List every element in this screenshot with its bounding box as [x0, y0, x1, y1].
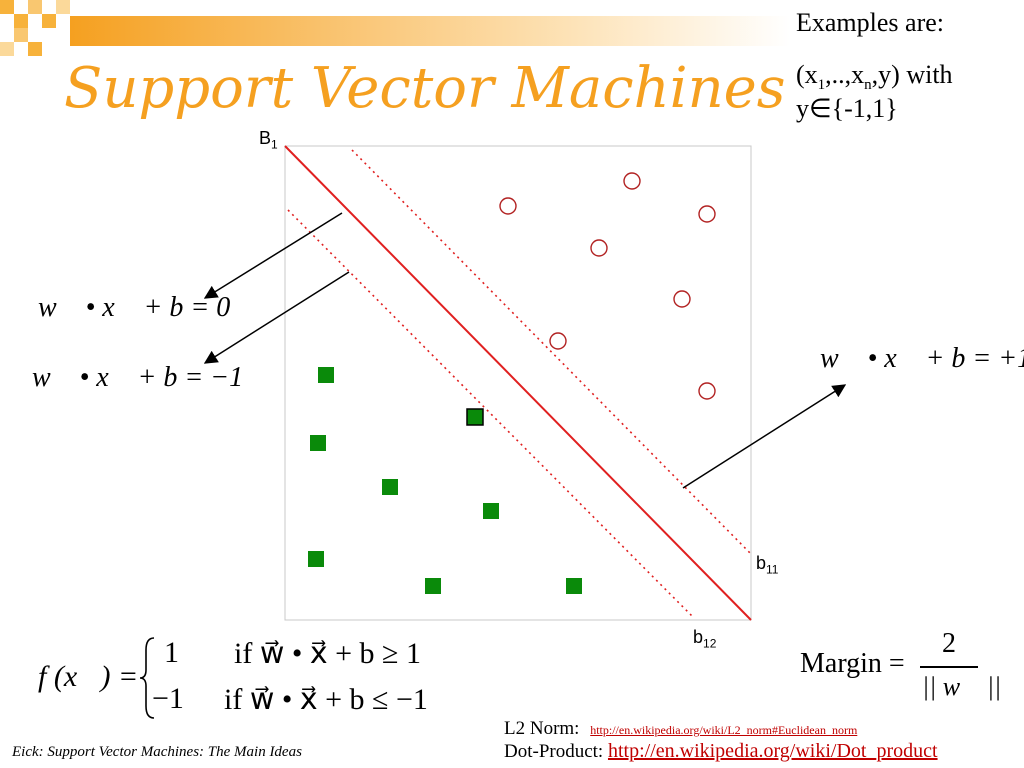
plot-frame: [284, 145, 752, 621]
positive-class-points: [499, 172, 716, 400]
arrow-eq-zero: [203, 212, 343, 299]
negative-class-points: [308, 367, 582, 594]
equation-hyperplane-minus-one: w⃗ • x⃗ + b = −1: [32, 362, 244, 393]
positive-point: [623, 172, 641, 190]
arrow-eq-plus: [682, 384, 847, 489]
positive-point: [499, 197, 517, 215]
case-positive-condition: if w⃗ • x⃗ + b ≥ 1: [234, 637, 422, 670]
examples-definition: (x1,..,xn,y) with: [796, 60, 953, 94]
margin-line-b12: [287, 209, 694, 618]
negative-point: [310, 435, 326, 451]
brace-icon: [139, 637, 155, 719]
examples-heading: Examples are:: [796, 8, 944, 37]
positive-point: [698, 382, 716, 400]
margin-denominator: || w⃗ ||: [922, 672, 1002, 701]
page-title: Support Vector Machines: [64, 56, 786, 121]
decision-boundary-b1: [284, 145, 752, 621]
margin-label-b11: b11: [756, 553, 779, 577]
examples-label-set: y∈{-1,1}: [796, 94, 898, 123]
fraction-bar: [920, 666, 978, 668]
negative-point: [425, 578, 441, 594]
boundary-label-b1: B1: [259, 128, 278, 152]
negative-point: [483, 503, 499, 519]
case-negative-condition: if w⃗ • x⃗ + b ≤ −1: [224, 683, 428, 716]
margin-label-b12: b12: [693, 627, 717, 651]
header-bar: [70, 16, 790, 46]
l2-norm-line: L2 Norm: http://en.wikipedia.org/wiki/L2…: [504, 718, 857, 740]
dot-product-line: Dot-Product: http://en.wikipedia.org/wik…: [504, 740, 938, 763]
positive-point: [698, 205, 716, 223]
equation-hyperplane-zero: w⃗ • x⃗ + b = 0: [38, 292, 231, 323]
margin-line-b11: [351, 149, 753, 556]
margin-numerator: 2: [942, 628, 956, 659]
positive-point: [549, 332, 567, 350]
function-lhs: f (x⃗) =: [38, 660, 139, 693]
footer-text: Eick: Support Vector Machines: The Main …: [12, 744, 302, 760]
margin-label: Margin =: [800, 648, 905, 679]
negative-point: [566, 578, 582, 594]
l2-norm-link[interactable]: http://en.wikipedia.org/wiki/L2_norm#Euc…: [590, 723, 858, 737]
negative-point: [466, 408, 484, 426]
case-positive-value: 1: [164, 636, 179, 669]
negative-point: [318, 367, 334, 383]
case-negative-value: −1: [152, 682, 184, 715]
negative-point: [308, 551, 324, 567]
negative-point: [382, 479, 398, 495]
dot-product-link[interactable]: http://en.wikipedia.org/wiki/Dot_product: [607, 740, 938, 762]
arrow-eq-minus: [203, 271, 350, 364]
equation-hyperplane-plus-one: w⃗ • x⃗ + b = +1: [820, 343, 1024, 374]
positive-point: [673, 290, 691, 308]
dot-product-label: Dot-Product:: [504, 741, 604, 762]
l2-norm-label: L2 Norm:: [504, 718, 580, 739]
positive-point: [590, 239, 608, 257]
